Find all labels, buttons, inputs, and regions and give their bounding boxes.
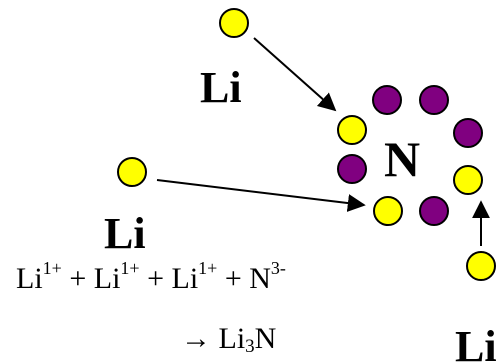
arrow-left-li-to-n [156,179,366,212]
product-formula: Li3N [218,322,277,357]
lithium-electron-right [466,251,496,281]
ion-term: N3- [249,259,286,295]
nitrogen-electron [419,85,449,115]
transferred-lithium-electron [373,196,403,226]
nitrogen-electron [372,85,402,115]
reaction-arrow: → [181,322,211,355]
lithium-label-top: Li [200,63,242,112]
lithium-label-right: Li [455,322,497,362]
product-subscript: 3 [245,336,255,357]
lithium-electron-left [117,157,147,187]
ion-symbol: N [249,262,271,295]
arrow-top-li-to-n [253,37,337,112]
plus-sign: + [139,262,172,295]
ion-term: Li1+ [93,259,140,295]
product-tail: N [254,322,277,355]
product-base: Li [218,322,246,355]
plus-sign: + [61,262,94,295]
ion-term: Li1+ [16,259,62,295]
nitrogen-electron [337,154,367,184]
transferred-lithium-electron [337,115,367,145]
ion-charge: 1+ [198,258,218,278]
ion-symbol: Li [16,262,43,295]
lithium-electron-top [219,8,249,38]
ion-symbol: Li [93,262,121,295]
nitrogen-electron [453,118,483,148]
ion-symbol: Li [171,262,199,295]
ion-term: Li1+ [171,259,218,295]
transferred-lithium-electron [453,165,483,195]
ion-charge: 3- [270,258,286,278]
equation-reactants: Li1+ + Li1+ + Li1+ + N3- [16,259,286,296]
plus-sign: + [217,262,250,295]
ion-charge: 1+ [120,258,140,278]
ion-charge: 1+ [42,258,62,278]
lithium-label-left: Li [104,209,146,258]
nitrogen-label: N [384,131,420,187]
nitrogen-electron [419,196,449,226]
equation-product: → Li3N [181,322,276,356]
